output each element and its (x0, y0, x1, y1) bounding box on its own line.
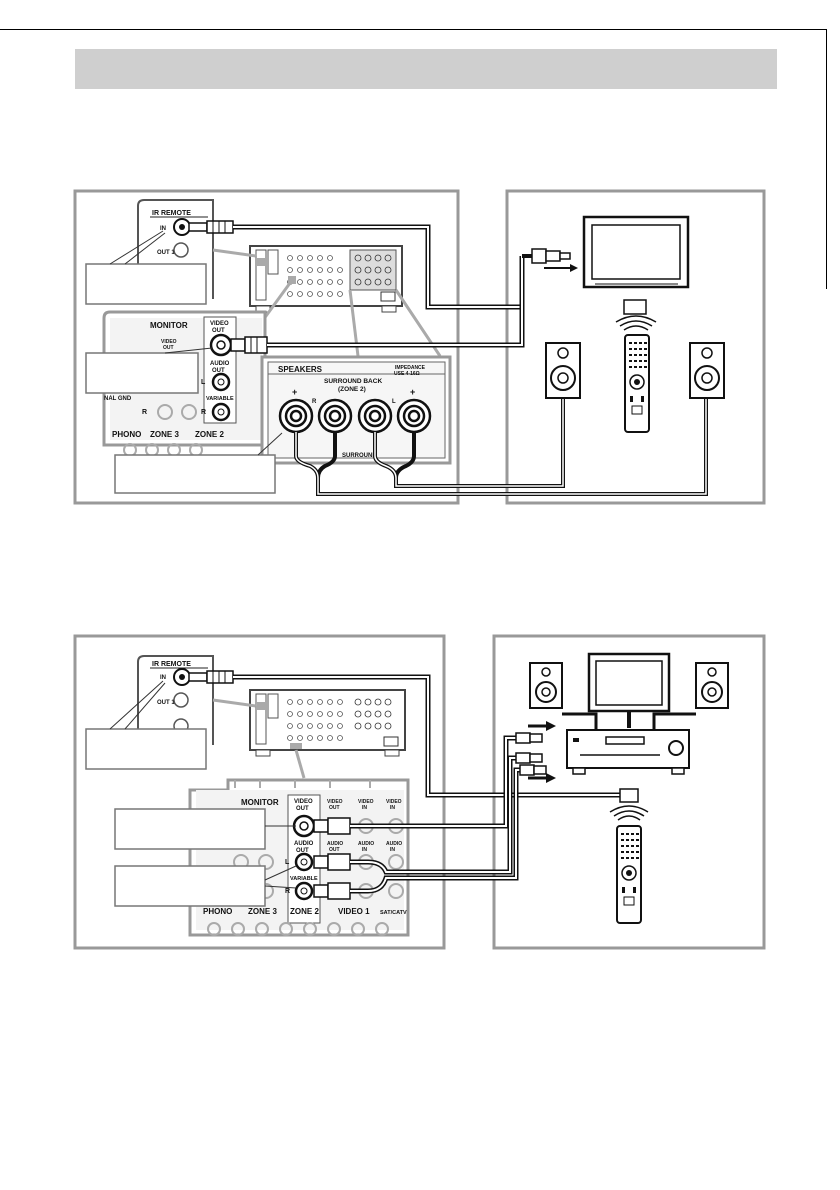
audio-out-label-1: AUDIO (210, 361, 230, 367)
l-label-1: L (201, 379, 206, 386)
section-header-band (75, 49, 777, 89)
video-out-label-2a: VIDEO (294, 799, 313, 805)
top-rule (0, 29, 827, 30)
callout-box-3 (114, 454, 276, 494)
receiver-rear-panel (249, 245, 403, 313)
ir-waves-2 (609, 805, 649, 821)
surround-back-label: SURROUND BACK (324, 378, 382, 385)
audio-out-label-2b: OUT (296, 848, 309, 854)
ir-emitter-1 (623, 299, 647, 315)
ir-mini-plug-2 (188, 670, 234, 684)
zone3-label-2: ZONE 3 (248, 907, 277, 916)
speakers-label: SPEAKERS (278, 365, 323, 374)
zone3-label-1: ZONE 3 (150, 430, 179, 439)
faint-2d: IN (362, 805, 367, 811)
ir-emitter-2 (619, 788, 639, 803)
tv-icon (582, 215, 690, 289)
audio-out-label-2: OUT (212, 368, 225, 374)
l-label-spk: L (392, 399, 396, 405)
receiver-rear-panel-2 (249, 689, 406, 757)
gnd-label-1: NAL GND (104, 396, 132, 402)
room-speaker-wires (562, 712, 696, 730)
diagram-2-frame-right (492, 634, 766, 950)
video-out-label-2: OUT (212, 328, 225, 334)
faint-2h: OUT (329, 847, 340, 853)
video1-label: VIDEO 1 (338, 907, 370, 916)
plus-label-2: + (410, 387, 415, 397)
ir-remote-label-2: IR REMOTE (152, 661, 191, 668)
callout-box-4 (85, 728, 207, 770)
sat-catv-label: SAT/CATV (380, 910, 407, 916)
faint-2c: VIDEO (358, 799, 374, 805)
video-out-label-2b: OUT (296, 806, 309, 812)
callout-box-2 (85, 352, 199, 394)
faint-2a: VIDEO (327, 799, 343, 805)
variable-label-2: VARIABLE (290, 876, 318, 882)
zone2-label-2: ZONE 2 (290, 907, 319, 916)
faint-video-label: VIDEO (161, 339, 177, 345)
variable-label-1: VARIABLE (206, 396, 234, 402)
speaker-right-1 (689, 342, 725, 399)
zone2-panel-2: MONITOR VIDEO OUT AUDIO OUT L VARIABLE R… (188, 778, 410, 937)
speaker-left-1 (545, 342, 581, 399)
side-rule (826, 29, 827, 289)
ir-out1-label: OUT 1 (157, 250, 175, 256)
tv-rca-plug (522, 248, 571, 264)
plus-label-1: + (292, 387, 297, 397)
amplifier-icon (566, 729, 690, 775)
amp-rca-plugs (515, 732, 547, 776)
faint-out-label: OUT (163, 345, 174, 351)
faint-2l: IN (390, 847, 395, 853)
zone2-plugs-2 (313, 817, 351, 900)
phono-label-2: PHONO (203, 907, 232, 916)
impedance-label-1: IMPEDANCE (395, 365, 426, 371)
zone2-label-1: ZONE 2 (195, 430, 224, 439)
callout-box-5 (114, 808, 266, 850)
video-rca-plug-1 (230, 336, 268, 354)
faint-2g: AUDIO (327, 841, 343, 847)
faint-2j: IN (362, 847, 367, 853)
remote-control-2 (616, 825, 642, 924)
r-faint-label: R (142, 409, 147, 416)
impedance-label-2: USE 4-16Ω (394, 371, 420, 377)
speaker-left-2 (529, 662, 563, 709)
faint-2f: IN (390, 805, 395, 811)
ir-waves-1 (615, 315, 657, 331)
faint-2k: AUDIO (386, 841, 402, 847)
callout-box-6 (114, 865, 266, 907)
faint-2e: VIDEO (386, 799, 402, 805)
signal-arrows-2 (528, 721, 556, 783)
faint-2b: OUT (329, 805, 340, 811)
monitor-label-2: MONITOR (241, 798, 279, 807)
diagram-2: IR REMOTE IN OUT 1 (73, 634, 766, 950)
surround-label: SURROUND (342, 453, 377, 459)
diagram-2-frame-left (73, 634, 446, 950)
ir-out1-label-2: OUT 1 (157, 700, 175, 706)
ir-remote-label: IR REMOTE (152, 210, 191, 217)
l-label-2: L (285, 859, 290, 866)
ir-mini-plug (188, 220, 234, 234)
speakers-panel: SPEAKERS IMPEDANCE USE 4-16Ω SURROUND BA… (260, 355, 452, 465)
monitor-label: MONITOR (150, 321, 188, 330)
callout-box-1 (85, 263, 207, 305)
r-label-2: R (285, 888, 290, 895)
diagram-1: IR REMOTE IN OUT 1 (73, 189, 766, 505)
r-label-1: R (201, 409, 206, 416)
phono-label-1: PHONO (112, 430, 141, 439)
remote-control-1 (624, 334, 650, 433)
ir-in-label: IN (160, 226, 166, 232)
faint-2i: AUDIO (358, 841, 374, 847)
speaker-right-2 (695, 662, 729, 709)
audio-out-label-2a: AUDIO (294, 841, 314, 847)
zone2-sub-label: (ZONE 2) (338, 386, 366, 393)
r-label-spk: R (312, 399, 317, 405)
video-out-label-1: VIDEO (210, 321, 229, 327)
ir-in-label-2: IN (160, 675, 166, 681)
tv-icon-2 (587, 652, 671, 728)
